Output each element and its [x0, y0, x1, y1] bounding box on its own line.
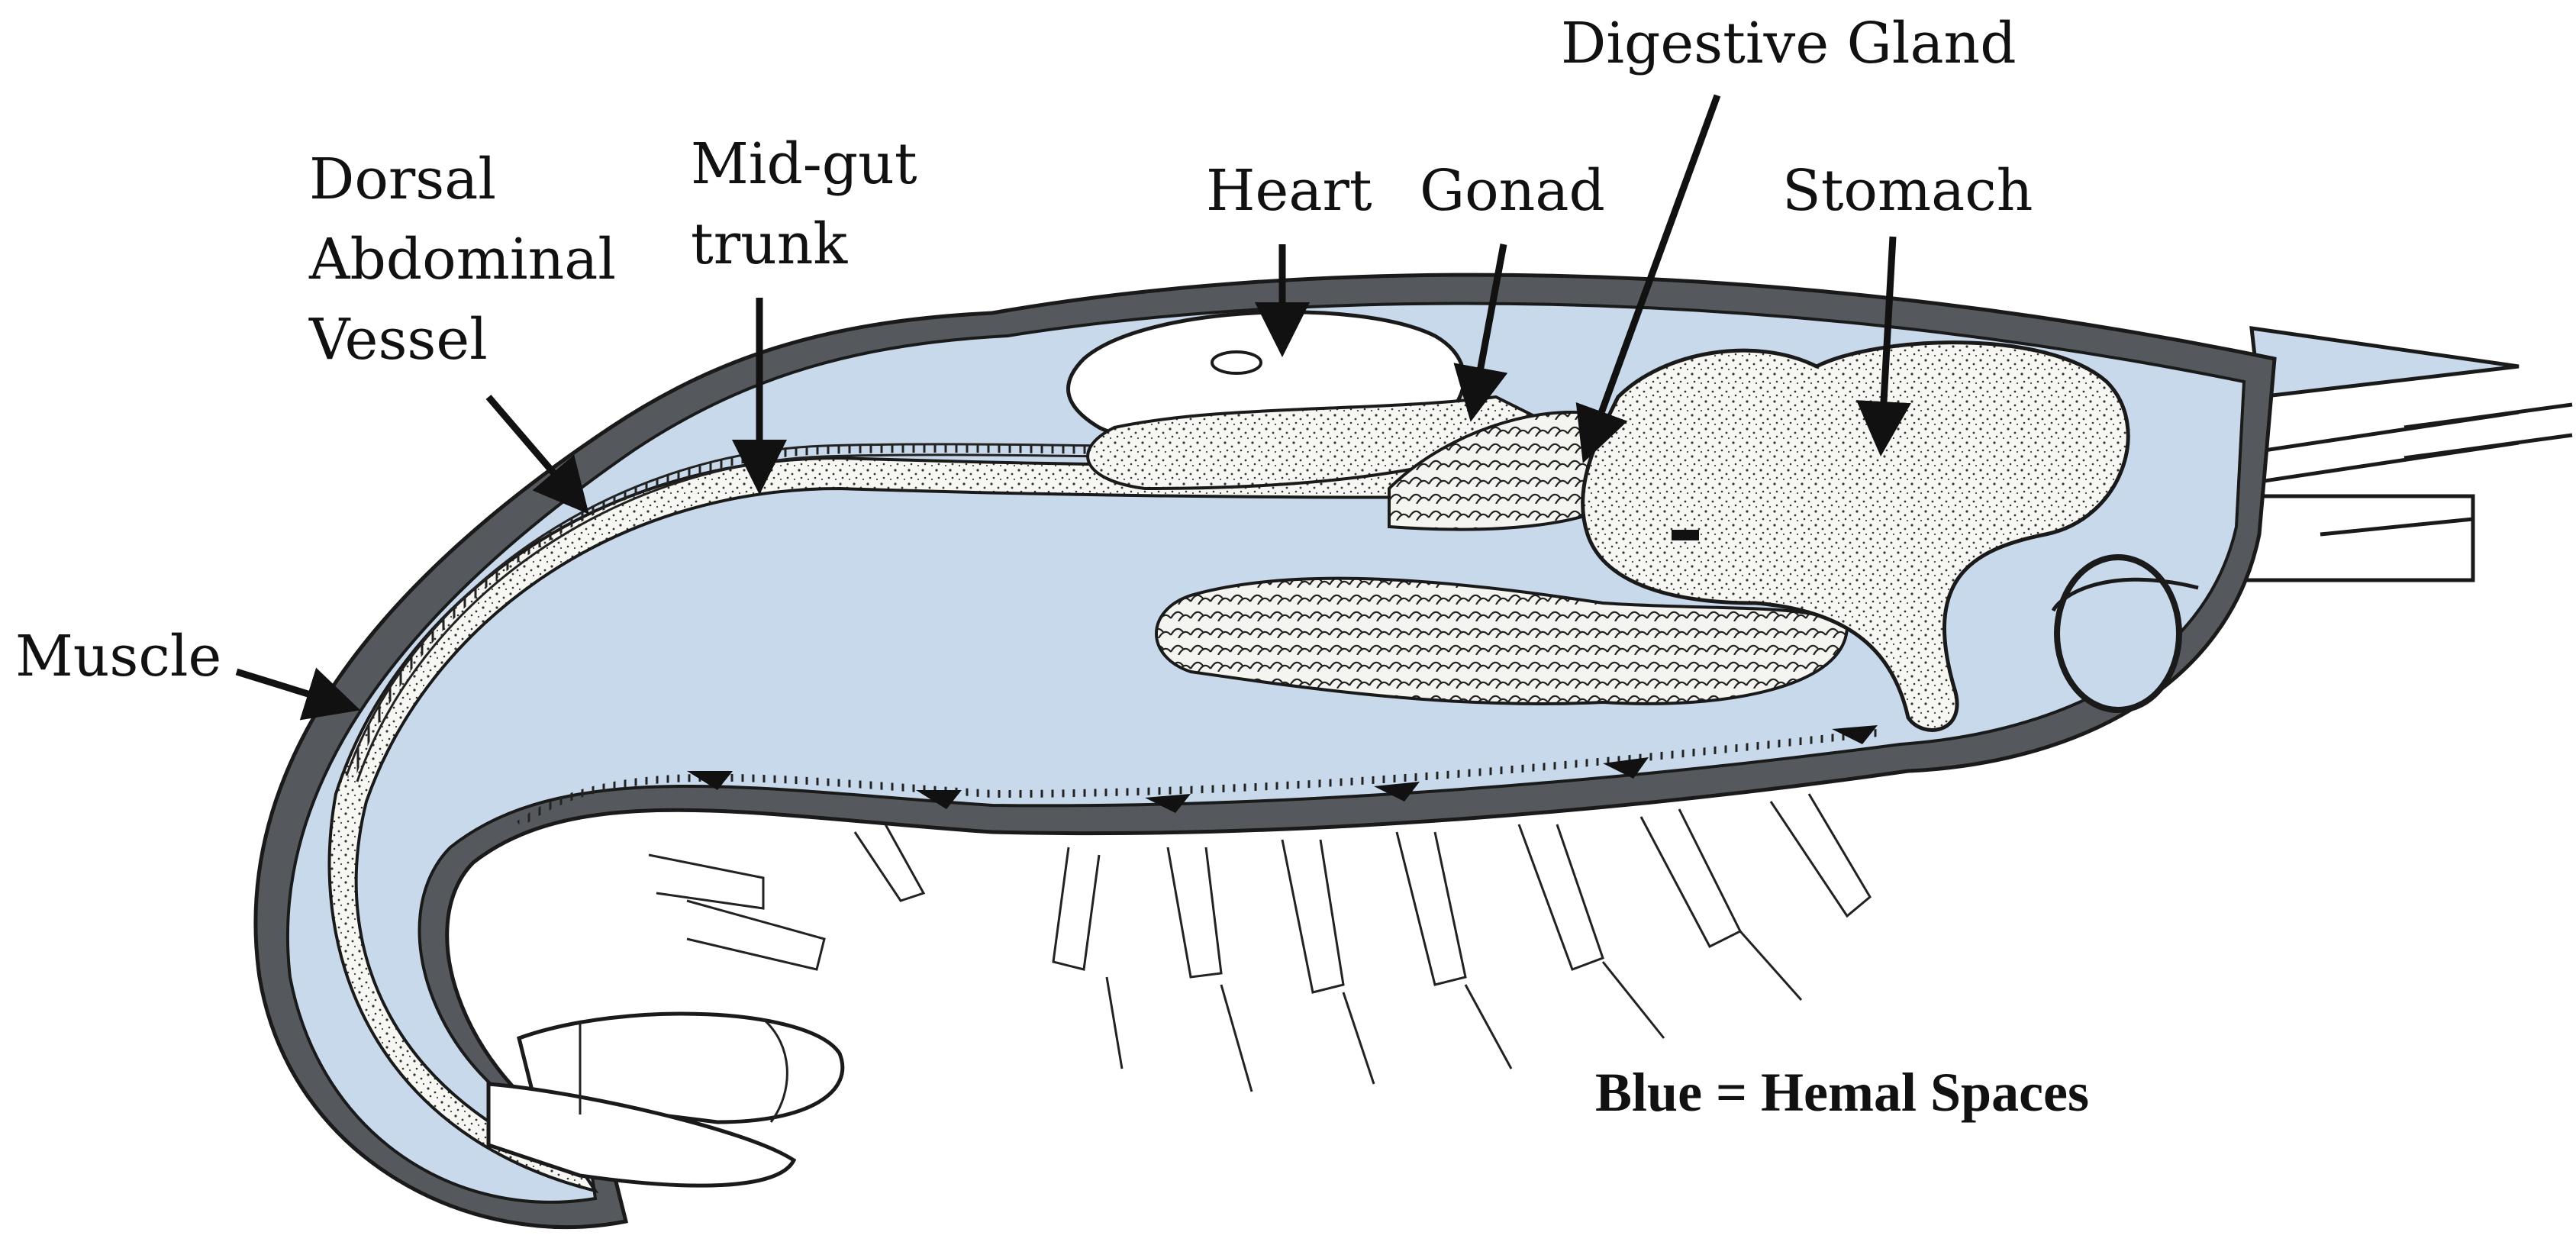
label-dorsal-abdominal-vessel-line-2: Abdominal	[308, 227, 616, 292]
leg-3	[1281, 839, 1345, 994]
stomach	[1581, 340, 2130, 732]
antennae	[2213, 402, 2573, 491]
uropod	[517, 1011, 845, 1124]
tail-fan-segments	[579, 1018, 788, 1123]
leg-6	[1639, 808, 1743, 948]
digestive-gland-lower	[1155, 576, 1849, 705]
tail-fan	[486, 1011, 845, 1188]
leg-1	[1052, 847, 1101, 971]
label-gonad: Gonad	[1420, 158, 1605, 224]
leg-7	[1769, 793, 1872, 918]
antennal-scale-line	[2320, 517, 2474, 537]
legend-hemal-spaces: Blue = Hemal Spaces	[1595, 1062, 2089, 1123]
arrow-gonad	[1453, 244, 1508, 422]
label-heart: Heart	[1206, 158, 1372, 224]
label-muscle: Muscle	[15, 624, 221, 689]
legs	[648, 793, 1872, 1092]
stomach-marker	[1672, 530, 1699, 540]
label-stomach: Stomach	[1782, 158, 2033, 224]
arrow-stomach	[1856, 236, 1911, 456]
arrow-digestive-gland	[1575, 94, 1721, 463]
heart-ostium	[1211, 350, 1262, 375]
label-mid-gut-trunk-line-1: Mid-gut	[691, 131, 917, 197]
eye	[2054, 554, 2182, 713]
leg-tips	[1105, 931, 1803, 1092]
ventral-vessel	[517, 729, 1878, 828]
label-arrows	[235, 94, 1911, 721]
eye-stalk	[2051, 577, 2199, 612]
leg-2	[1166, 847, 1223, 979]
label-digestive-gland: Digestive Gland	[1561, 11, 2017, 76]
label-dorsal-abdominal-vessel-line-1: Dorsal	[309, 147, 496, 212]
leg-4	[1395, 831, 1467, 986]
ventral-ganglia	[687, 725, 1878, 813]
abdominal-pleopods	[648, 824, 926, 971]
rostrum	[2249, 326, 2520, 399]
mid-gut-trunk	[327, 456, 1757, 1194]
label-mid-gut-trunk-line-2: trunk	[691, 211, 848, 277]
arrow-dorsal-abdominal-vessel	[485, 395, 589, 514]
arrow-muscle	[235, 667, 361, 721]
leg-5	[1517, 824, 1604, 971]
label-dorsal-abdominal-vessel-line-3: Vessel	[308, 307, 488, 373]
telson	[486, 1082, 797, 1188]
